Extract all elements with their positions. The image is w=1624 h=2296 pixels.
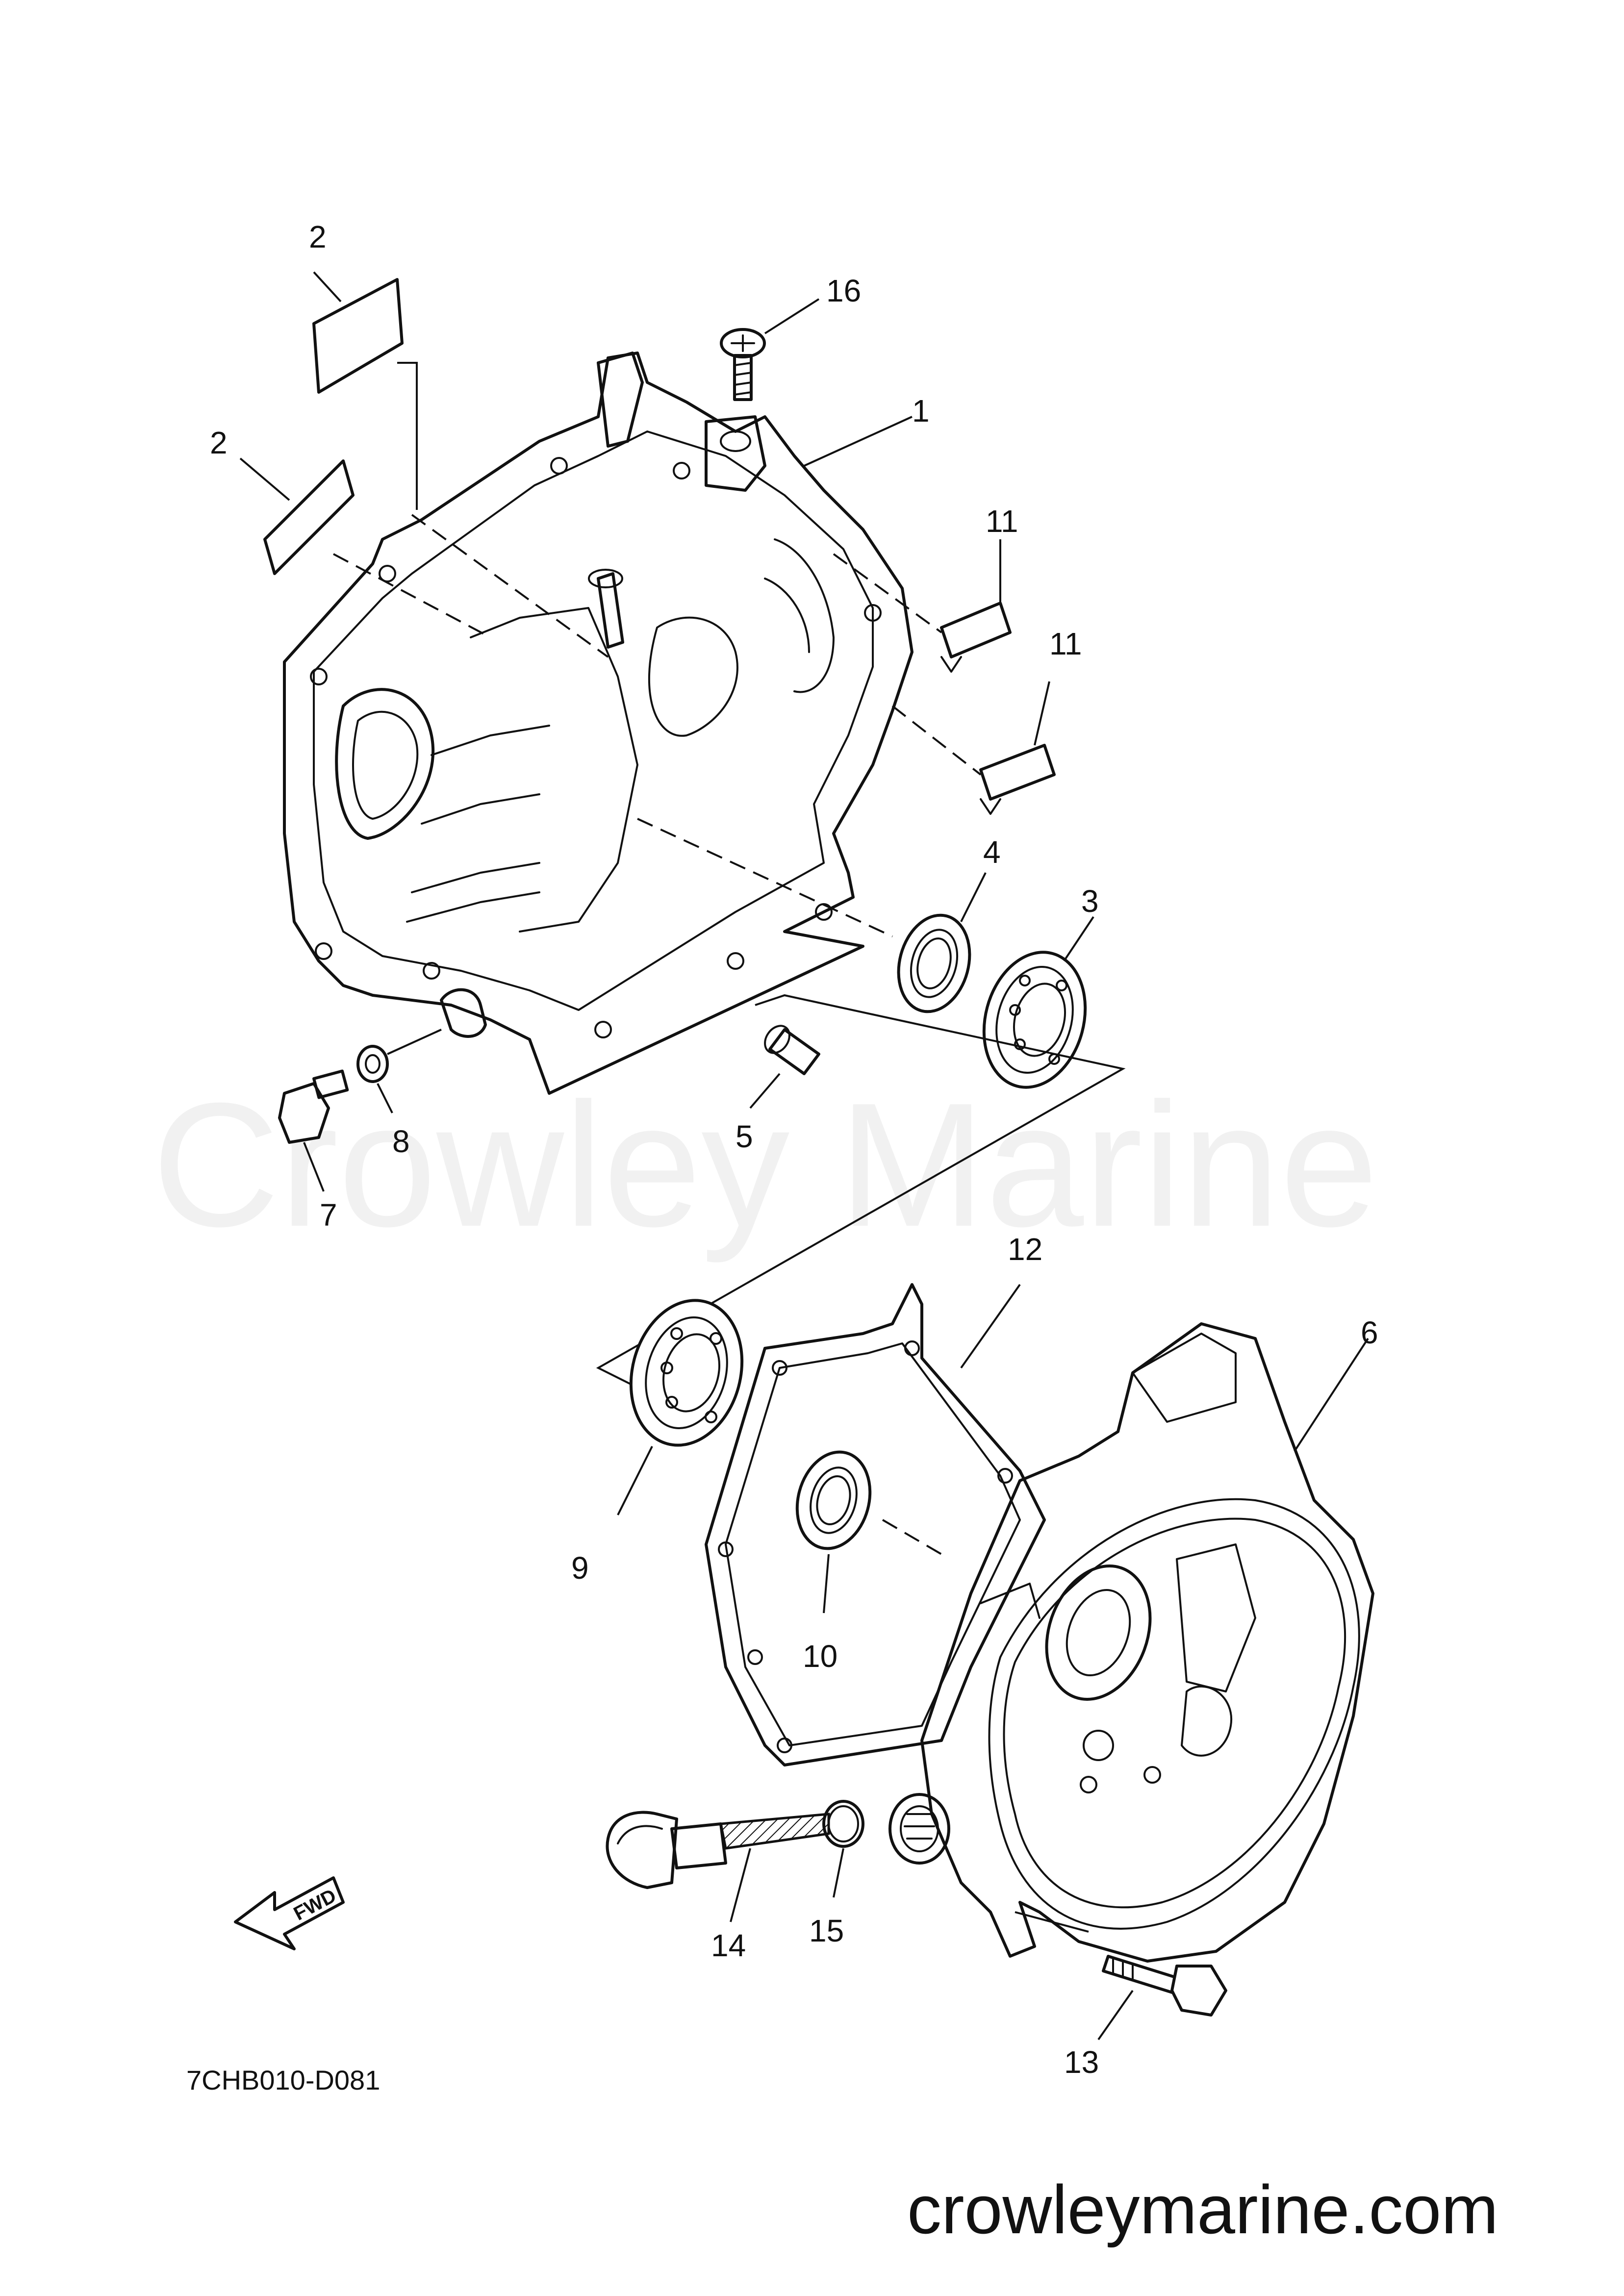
callout-11b: 11 xyxy=(1049,626,1082,661)
clip-part-11a xyxy=(940,602,1012,673)
forward-arrow-icon: FWD xyxy=(234,1876,345,1950)
callout-8: 8 xyxy=(392,1124,410,1159)
gasket-part-12 xyxy=(705,1283,1046,1766)
washer-part-8 xyxy=(356,1045,389,1083)
callout-15: 15 xyxy=(809,1913,844,1948)
dipstick-part-14 xyxy=(606,1811,830,1889)
callout-14: 14 xyxy=(711,1928,746,1963)
callout-5: 5 xyxy=(736,1119,753,1154)
clip-part-11b xyxy=(979,744,1056,815)
callout-1: 1 xyxy=(912,393,930,429)
bearing-part-9 xyxy=(629,1299,744,1447)
screw-part-16 xyxy=(720,328,766,401)
callout-3: 3 xyxy=(1081,883,1099,919)
oil-seal-part-10 xyxy=(795,1450,872,1550)
callout-4: 4 xyxy=(983,834,1001,870)
diagram-code: 7CHB010-D081 xyxy=(186,2065,380,2095)
crankcase-cover-part-6 xyxy=(888,1322,1374,1963)
leader-dashed-2b xyxy=(411,514,609,658)
leader-dashed-2a xyxy=(333,553,491,638)
label-plate-2a xyxy=(312,278,404,394)
watermark-text: Crowley Marine xyxy=(152,1066,1378,1264)
callout-2a: 2 xyxy=(309,219,327,254)
callout-9: 9 xyxy=(571,1550,589,1586)
label-plate-2b xyxy=(263,459,355,575)
oil-seal-part-4 xyxy=(897,913,971,1013)
callout-12: 12 xyxy=(1008,1232,1042,1267)
callout-6: 6 xyxy=(1361,1315,1378,1350)
callout-16: 16 xyxy=(826,273,861,308)
callout-7: 7 xyxy=(320,1197,337,1233)
callout-2b: 2 xyxy=(210,425,228,460)
bolt-part-7 xyxy=(278,1069,349,1144)
crank-axis-line xyxy=(637,818,893,937)
dowel-pin-part-5 xyxy=(764,1025,820,1075)
o-ring-part-15 xyxy=(822,1800,864,1848)
bearing-part-3 xyxy=(982,951,1087,1089)
callout-13: 13 xyxy=(1064,2044,1099,2080)
crankcase-part-1 xyxy=(283,352,914,1095)
site-url: crowleymarine.com xyxy=(907,2171,1498,2248)
bearing-bracket-line xyxy=(596,994,1126,1388)
callout-11a: 11 xyxy=(986,504,1018,539)
callout-10: 10 xyxy=(803,1639,837,1674)
bolt-part-13 xyxy=(1102,1955,1227,2017)
